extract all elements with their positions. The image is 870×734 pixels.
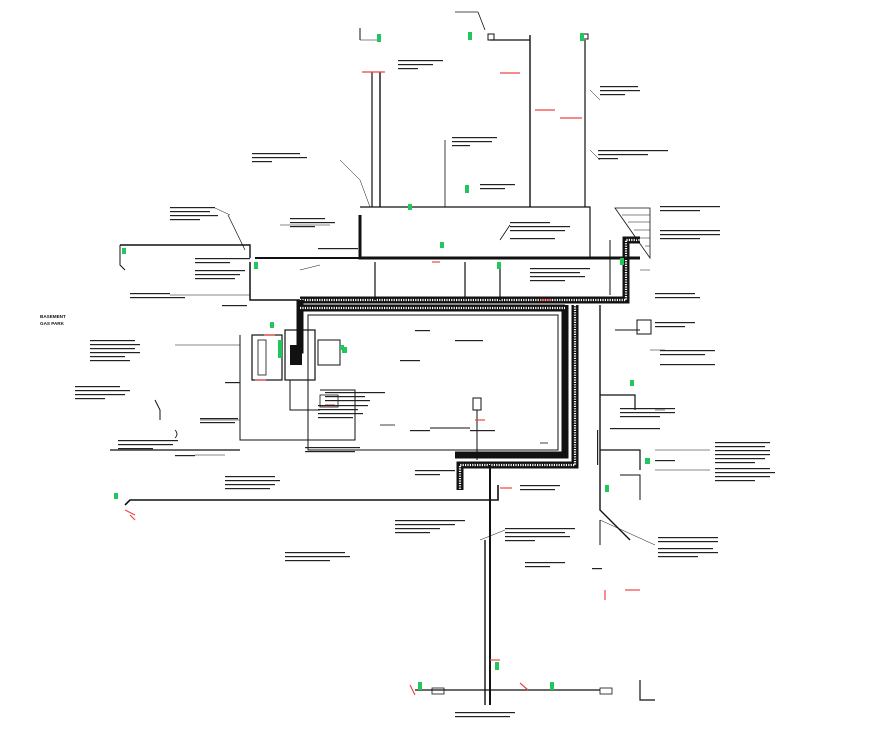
vertical-label <box>597 430 599 465</box>
center-devices <box>340 140 548 460</box>
stair-symbol <box>614 207 651 260</box>
right-branches <box>599 240 652 545</box>
switchboard-block <box>239 329 356 441</box>
drawing-title-line2: GAS PARK <box>40 321 65 326</box>
drawing-title-line1: BASEMENT <box>40 314 66 319</box>
left-riser <box>119 214 251 271</box>
top-risers <box>359 11 589 207</box>
annotation-notes <box>75 60 775 718</box>
inner-tray-rect <box>307 314 559 451</box>
leader-lines <box>170 89 710 546</box>
upper-tray <box>249 206 640 301</box>
bottom-feeder <box>415 465 655 705</box>
main-cable-tray <box>290 236 640 490</box>
left-branch <box>110 399 499 506</box>
